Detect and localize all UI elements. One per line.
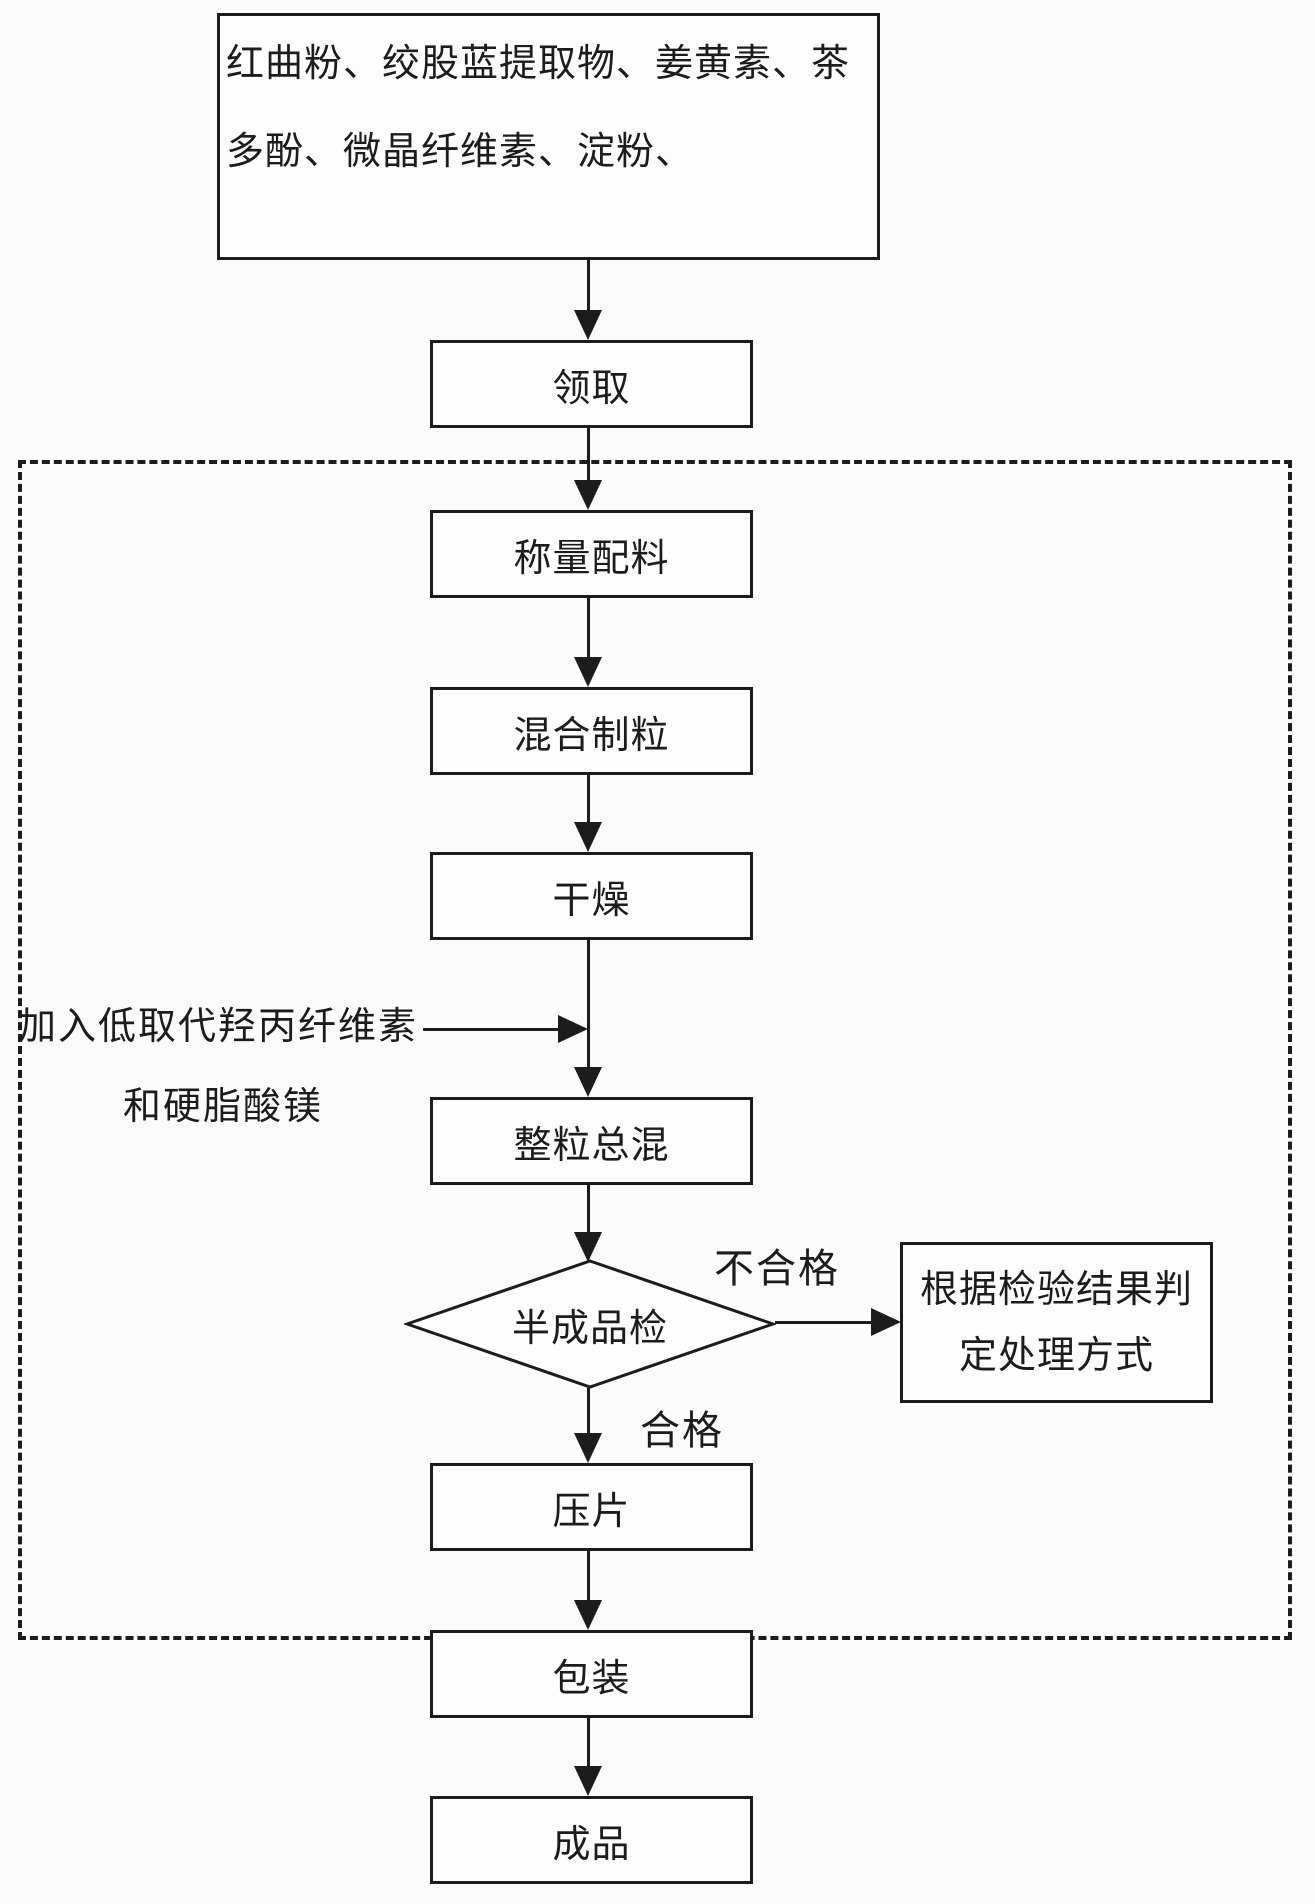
- step-pack-box: 包装: [430, 1630, 753, 1718]
- step-tablet-box: 压片: [430, 1463, 753, 1551]
- arrow-weigh-to-mix-line: [587, 598, 590, 659]
- arrow-weigh-to-mix-head: [574, 657, 602, 687]
- step-weigh-label: 称量配料: [513, 537, 670, 580]
- step-sizeblend-label: 整粒总混: [513, 1124, 670, 1167]
- ingredients-box: 红曲粉、绞股蓝提取物、姜黄素、茶多酚、微晶纤维素、淀粉、: [217, 13, 880, 260]
- arrow-sidenote-head: [558, 1015, 588, 1043]
- fail-handling-box: 根据检验结果判定处理方式: [900, 1242, 1213, 1403]
- label-fail: 不合格: [714, 1247, 840, 1291]
- fail-handling-text: 根据检验结果判定处理方式: [919, 1268, 1193, 1377]
- arrow-dry-to-sizeblend-head: [574, 1067, 602, 1097]
- arrow-tablet-to-pack-line: [587, 1551, 590, 1602]
- step-finished-box: 成品: [430, 1796, 753, 1884]
- arrow-decision-to-tablet-line: [587, 1388, 590, 1435]
- decision-semiproduct-check: 半成品检: [402, 1258, 778, 1390]
- decision-label: 半成品检: [511, 1307, 668, 1350]
- arrow-tablet-to-pack-head: [574, 1600, 602, 1630]
- arrow-pack-to-finished-line: [587, 1718, 590, 1768]
- step-tablet-label: 压片: [552, 1490, 631, 1533]
- step-receive-box: 领取: [430, 340, 753, 428]
- arrow-ingredients-to-receive-line: [587, 260, 590, 312]
- step-mix-granulate-label: 混合制粒: [513, 714, 670, 757]
- arrow-fail-line: [775, 1321, 873, 1324]
- step-mix-granulate-box: 混合制粒: [430, 687, 753, 775]
- side-note-line2: 和硬脂酸镁: [122, 1086, 323, 1128]
- step-receive-label: 领取: [552, 367, 631, 410]
- step-finished-label: 成品: [552, 1823, 631, 1866]
- arrow-sizeblend-to-decision-head: [574, 1232, 602, 1262]
- arrow-sizeblend-to-decision-line: [587, 1185, 590, 1234]
- arrow-receive-to-weigh-head: [574, 480, 602, 510]
- label-pass: 合格: [640, 1409, 724, 1453]
- step-dry-box: 干燥: [430, 852, 753, 940]
- arrow-pack-to-finished-head: [574, 1766, 602, 1796]
- step-weigh-box: 称量配料: [430, 510, 753, 598]
- arrow-dry-to-sizeblend-line: [587, 940, 590, 1069]
- side-note-excipients: 加入低取代羟丙纤维素 和硬脂酸镁: [18, 1000, 428, 1134]
- step-sizeblend-box: 整粒总混: [430, 1097, 753, 1185]
- decision-diamond-shape: [402, 1259, 778, 1389]
- step-dry-label: 干燥: [552, 879, 631, 922]
- arrow-mix-to-dry-line: [587, 775, 590, 824]
- ingredients-text: 红曲粉、绞股蓝提取物、姜黄素、茶多酚、微晶纤维素、淀粉、: [226, 43, 851, 173]
- arrow-receive-to-weigh-line: [587, 428, 590, 482]
- arrow-sidenote-line: [423, 1028, 560, 1031]
- side-note-line1: 加入低取代羟丙纤维素: [18, 1006, 419, 1048]
- arrow-fail-head: [871, 1308, 901, 1336]
- arrow-decision-to-tablet-head: [574, 1433, 602, 1463]
- arrow-mix-to-dry-head: [574, 822, 602, 852]
- arrow-ingredients-to-receive-head: [574, 310, 602, 340]
- step-pack-label: 包装: [552, 1657, 631, 1700]
